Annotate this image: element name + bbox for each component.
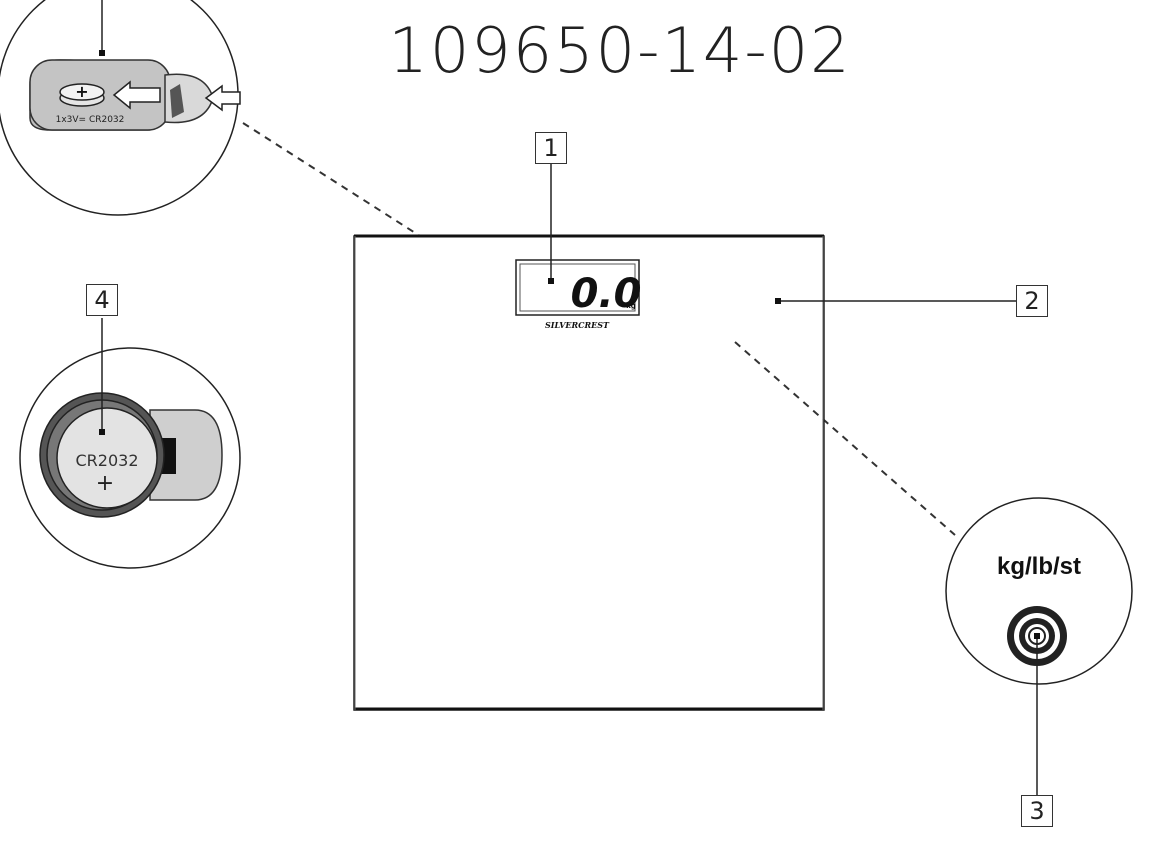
arrow-icon	[112, 80, 161, 110]
battery-cell-type: CR2032	[75, 451, 138, 470]
lcd-display: 0.0 kg	[515, 259, 642, 317]
battery-insert-polarity: +	[75, 82, 88, 101]
dashed-connector-battery	[242, 122, 421, 237]
battery-insert-detail: + 1x3V= CR2032	[0, 0, 241, 216]
lcd-reading: 0.0	[571, 271, 642, 317]
dashed-connector-button	[734, 341, 956, 536]
unit-button-detail: kg/lb/st	[945, 497, 1133, 685]
battery-insert-marking: 1x3V= CR2032	[56, 115, 125, 125]
arrow-icon	[204, 84, 241, 112]
unit-button-label: kg/lb/st	[997, 553, 1081, 580]
diagram-title: 109650-14-02	[388, 14, 852, 87]
callout-point-2	[775, 298, 781, 304]
callout-label-4: 4	[86, 284, 118, 316]
brand-logo: SILVERCREST	[545, 320, 610, 330]
scale-platform	[353, 234, 825, 711]
battery-compartment-detail: CR2032 +	[19, 347, 241, 569]
callout-label-1: 1	[535, 132, 567, 164]
battery-cell-polarity: +	[96, 471, 114, 496]
callout-label-3: 3	[1021, 795, 1053, 827]
callout-point-4-top	[99, 50, 105, 56]
lcd-unit: kg	[626, 302, 636, 310]
callout-label-2: 2	[1016, 285, 1048, 317]
callout-point-1	[548, 278, 554, 284]
callout-point-3	[1034, 633, 1040, 639]
callout-point-4	[99, 429, 105, 435]
